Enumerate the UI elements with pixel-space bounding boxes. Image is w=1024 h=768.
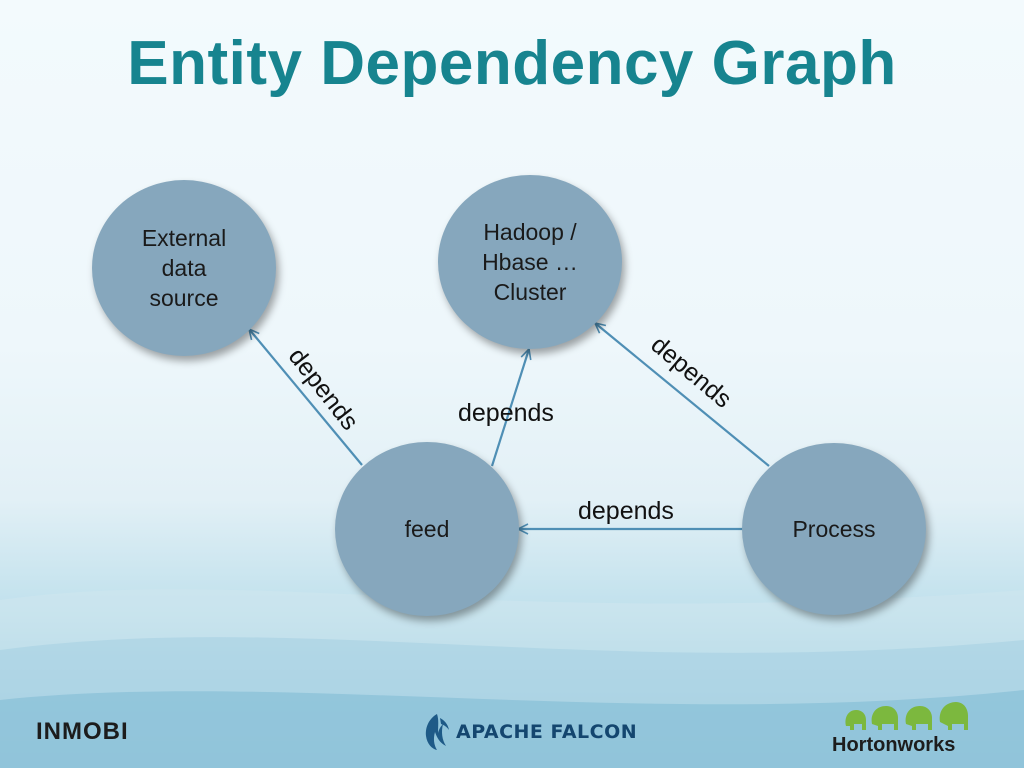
inmobi-logo: INMOBI [36, 718, 129, 745]
edge-feed-to-external [249, 329, 363, 466]
apache-falcon-logo: APACHE FALCON [422, 712, 637, 752]
node-external-data-source: External data source [92, 180, 276, 356]
node-text-line: source [149, 285, 219, 311]
edge-label-feed-cluster: depends [458, 399, 554, 427]
node-text-line: Hbase … [482, 249, 578, 275]
edge-process-to-cluster [595, 323, 770, 467]
node-text-line: feed [404, 516, 450, 542]
edge-label-process-feed: depends [578, 497, 674, 525]
hortonworks-logo: Hortonworks [832, 700, 982, 760]
node-feed: feed [335, 442, 519, 616]
falcon-icon [425, 714, 449, 750]
node-text-line: data [161, 255, 207, 281]
slide-title: Entity Dependency Graph [127, 29, 897, 98]
node-process: Process [742, 443, 926, 615]
falcon-wordmark: APACHE FALCON [456, 721, 638, 743]
node-text-line: Cluster [493, 279, 567, 305]
background-wave [0, 589, 1024, 768]
node-hadoop-cluster: Hadoop / Hbase … Cluster [438, 175, 622, 349]
node-text-line: Hadoop / [483, 219, 577, 245]
node-text-line: External [141, 225, 227, 251]
edge-feed-to-cluster [490, 349, 529, 467]
hortonworks-wordmark: Hortonworks [832, 734, 956, 756]
elephants-icon [845, 702, 968, 730]
node-text-line: Process [792, 516, 876, 542]
